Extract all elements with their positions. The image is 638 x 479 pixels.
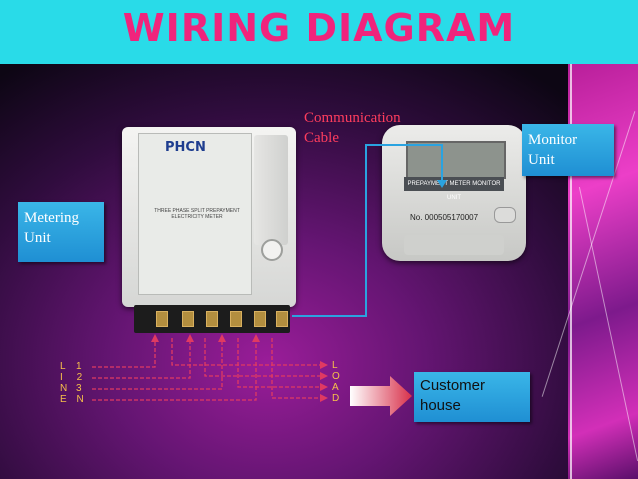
customer-house-label-line1: Customer — [420, 377, 486, 394]
wire-out-3 — [237, 338, 322, 388]
meter-button — [261, 239, 283, 261]
wire-1 — [92, 338, 156, 368]
wire-out-3-arrow — [320, 383, 328, 391]
meter-faceplate: PHCN THREE PHASE SPLIT PREPAYMENT ELECTR… — [138, 133, 252, 295]
monitor-unit-label: Monitor Unit — [522, 124, 614, 176]
monitor-base — [404, 235, 504, 255]
input-wire-label: I 2 — [60, 372, 83, 383]
to-customer-arrow — [350, 376, 412, 416]
terminal-screw — [182, 311, 194, 327]
wire-out-2-arrow — [320, 372, 328, 380]
wire-number: N — [76, 394, 85, 405]
monitor-unit-label-line2: Unit — [528, 152, 555, 168]
wire-out-1-arrow — [320, 361, 328, 369]
communication-cable-label: Communication Cable — [304, 108, 401, 148]
wire-1-arrow — [151, 334, 159, 342]
wire-4 — [92, 338, 257, 401]
wire-3 — [92, 338, 223, 390]
monitor-band-text: PREPAYMENT METER MONITOR UNIT — [404, 177, 504, 201]
customer-house-label-line2: house — [420, 397, 461, 414]
terminal-block — [134, 305, 290, 333]
output-wire-label: O — [332, 371, 340, 382]
wire-letter: N — [60, 383, 69, 394]
meter-brand: PHCN — [165, 140, 206, 155]
terminal-screw — [156, 311, 168, 327]
terminal-screw — [276, 311, 288, 327]
wire-number: 2 — [76, 372, 84, 383]
wire-3-arrow — [218, 334, 226, 342]
metering-unit-label-line2: Unit — [24, 230, 51, 246]
meter-body: PHCN THREE PHASE SPLIT PREPAYMENT ELECTR… — [122, 127, 296, 307]
metering-unit-label-line1: Metering — [24, 210, 79, 226]
wire-letter: L — [60, 361, 67, 372]
communication-cable-label-line1: Communication — [304, 110, 401, 126]
meter-side-cover — [254, 135, 288, 245]
monitor-screen — [406, 141, 506, 179]
monitor-key — [494, 207, 516, 223]
monitor-unit-label-line1: Monitor — [528, 132, 578, 148]
output-wire-label: L — [332, 360, 338, 371]
title-bar: WIRING DIAGRAM — [0, 0, 638, 64]
light-streak — [570, 64, 572, 479]
wire-out-4-arrow — [320, 394, 328, 402]
wire-2-arrow — [186, 334, 194, 342]
wire-letter: E — [60, 394, 68, 405]
wire-2 — [92, 338, 191, 379]
input-wire-label: L 1 — [60, 361, 83, 372]
wire-number: 1 — [75, 361, 83, 372]
metering-unit-image: PHCN THREE PHASE SPLIT PREPAYMENT ELECTR… — [122, 127, 296, 333]
monitor-unit-image: PREPAYMENT METER MONITOR UNIT No. 000505… — [382, 125, 526, 261]
wire-out-2 — [204, 338, 322, 377]
output-wire-label: D — [332, 393, 340, 404]
wire-out-1 — [171, 338, 322, 366]
terminal-screw — [230, 311, 242, 327]
wire-4-arrow — [252, 334, 260, 342]
communication-cable-line — [292, 144, 443, 317]
wire-out-4 — [271, 338, 322, 399]
monitor-serial: No. 000505170007 — [410, 213, 479, 222]
output-wire-label: A — [332, 382, 339, 393]
terminal-screw — [254, 311, 266, 327]
input-wire-label: N 3 — [60, 383, 83, 394]
terminal-screw — [206, 311, 218, 327]
wire-number: 3 — [76, 383, 83, 394]
customer-house-label: Customer house — [414, 372, 530, 422]
input-wire-label: E N — [60, 394, 85, 405]
meter-plate-text: THREE PHASE SPLIT PREPAYMENT ELECTRICITY… — [154, 208, 240, 220]
page-title: WIRING DIAGRAM — [122, 6, 516, 50]
wire-letter: I — [60, 372, 64, 383]
cable-arrowhead — [437, 180, 447, 188]
communication-cable-label-line2: Cable — [304, 130, 339, 146]
metering-unit-label: Metering Unit — [18, 202, 104, 262]
